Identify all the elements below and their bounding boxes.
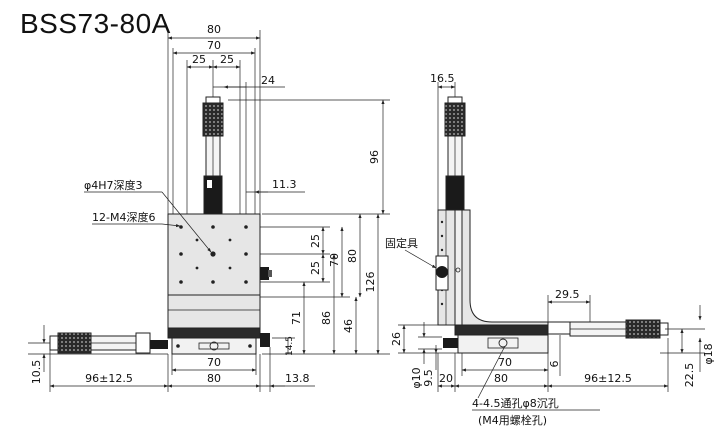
front-base <box>171 337 257 355</box>
dim-front-25c: 25 <box>309 234 322 248</box>
dim-front-80v: 80 <box>346 249 359 263</box>
knurled-knob-icon[interactable] <box>625 319 661 339</box>
front-stage-lower <box>167 294 261 329</box>
dim-side-29-5: 29.5 <box>555 288 580 301</box>
front-view: 80 70 25 25 24 <box>28 23 390 392</box>
dim-front-70h: 70 <box>207 356 221 369</box>
dim-side-phi18: φ18 <box>702 343 715 364</box>
knurled-knob-icon[interactable] <box>57 332 92 354</box>
dim-side-9-5: 9.5 <box>422 369 435 387</box>
dim-front-25a: 25 <box>192 53 206 66</box>
dim-side-phi10: φ10 <box>410 367 423 388</box>
dim-front-25d: 25 <box>309 261 322 275</box>
dim-side-22-5: 22.5 <box>683 363 696 388</box>
side-bracket <box>454 209 549 336</box>
label-fixture: 固定具 <box>385 236 418 250</box>
hole-note-1: 4-4.5通孔φ8沉孔 <box>472 397 559 410</box>
dim-front-126: 126 <box>364 272 377 293</box>
side-view: 16.5 固定具 <box>385 72 715 427</box>
dim-front-24: 24 <box>261 74 275 87</box>
knurled-knob-icon[interactable] <box>444 102 466 137</box>
dim-front-travel: 96±12.5 <box>85 372 133 385</box>
dim-front-96: 96 <box>368 150 381 164</box>
dim-front-14-5: 14.5 <box>285 336 295 356</box>
hole-note-2: (M4用螺栓孔) <box>478 413 547 427</box>
dim-front-70: 70 <box>207 39 221 52</box>
dim-side-6: 6 <box>548 361 561 368</box>
dim-side-80: 80 <box>494 372 508 385</box>
knurled-knob-icon[interactable] <box>202 102 224 137</box>
dim-front-80: 80 <box>207 23 221 36</box>
dim-front-11-3: 11.3 <box>272 178 297 191</box>
dim-front-86: 86 <box>320 311 333 325</box>
dim-front-46: 46 <box>342 319 355 333</box>
dim-side-26: 26 <box>390 332 403 346</box>
product-title: BSS73-80A <box>20 8 171 39</box>
dim-front-25b: 25 <box>220 53 234 66</box>
dim-front-13-8: 13.8 <box>285 372 310 385</box>
dim-front-70v: 70 <box>328 253 341 267</box>
locking-screw-icon[interactable] <box>260 267 269 280</box>
dim-side-70: 70 <box>498 356 512 369</box>
label-hole-m4: 12-M4深度6 <box>92 210 155 224</box>
dim-front-80h: 80 <box>207 372 221 385</box>
label-hole-h7: φ4H7深度3 <box>84 178 143 192</box>
dim-side-16-5: 16.5 <box>430 72 455 85</box>
dim-side-20: 20 <box>439 372 453 385</box>
dim-front-10-5: 10.5 <box>30 360 43 385</box>
dim-front-71: 71 <box>290 311 303 325</box>
locking-screw-icon[interactable] <box>436 266 448 278</box>
dim-side-travel: 96±12.5 <box>584 372 632 385</box>
